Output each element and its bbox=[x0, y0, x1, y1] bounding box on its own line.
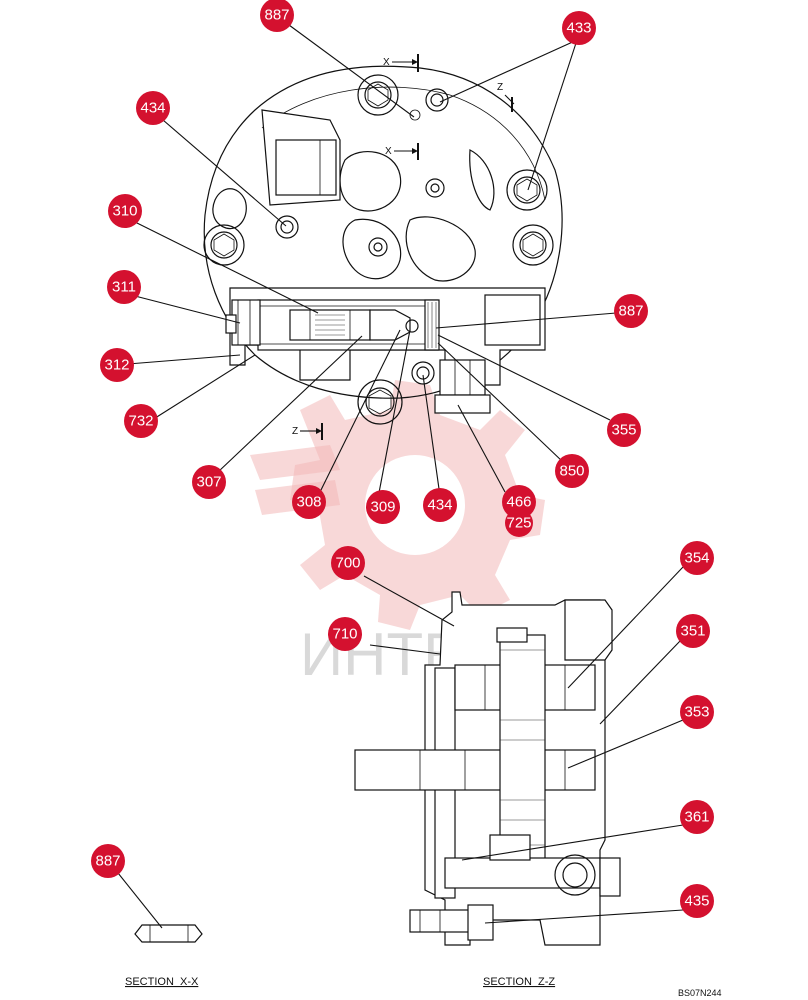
callout-355[interactable]: 355 bbox=[607, 413, 641, 447]
section-zz-view bbox=[354, 591, 621, 946]
callout-label: 355 bbox=[611, 422, 636, 439]
callout-309[interactable]: 309 bbox=[366, 490, 400, 524]
callout-label: 887 bbox=[95, 853, 120, 870]
callout-887[interactable]: 887 bbox=[91, 844, 125, 878]
callout-434[interactable]: 434 bbox=[423, 488, 457, 522]
callout-label: 725 bbox=[506, 515, 531, 532]
callouts: 887 433 434 310 311 887 312 732 355 850 … bbox=[91, 0, 714, 918]
callout-label: 434 bbox=[140, 100, 165, 117]
callout-710[interactable]: 710 bbox=[328, 617, 362, 651]
callout-466[interactable]: 466 bbox=[502, 485, 536, 519]
callout-307[interactable]: 307 bbox=[192, 465, 226, 499]
callout-433[interactable]: 433 bbox=[562, 11, 596, 45]
callout-850[interactable]: 850 bbox=[555, 454, 589, 488]
callout-label: 700 bbox=[335, 555, 360, 572]
section-marker-x-top: X bbox=[383, 54, 419, 72]
callout-label: 466 bbox=[506, 494, 531, 511]
callout-label: 850 bbox=[559, 463, 584, 480]
callout-label: 311 bbox=[112, 279, 136, 296]
callout-312[interactable]: 312 bbox=[100, 348, 134, 382]
section-mark-z-label: Z bbox=[292, 426, 298, 437]
callout-label: 351 bbox=[680, 623, 705, 640]
leader-lines bbox=[117, 24, 684, 929]
pump-cover-front-view bbox=[203, 65, 563, 425]
callout-361[interactable]: 361 bbox=[680, 800, 714, 834]
callout-label: 353 bbox=[684, 704, 709, 721]
callout-700[interactable]: 700 bbox=[331, 546, 365, 580]
callout-311[interactable]: 311 bbox=[107, 270, 141, 304]
callout-label: 433 bbox=[566, 20, 591, 37]
callout-310[interactable]: 310 bbox=[108, 194, 142, 228]
section-zz-title: SECTION Z-Z bbox=[483, 976, 555, 988]
callout-351[interactable]: 351 bbox=[676, 614, 710, 648]
callout-887[interactable]: 887 bbox=[614, 294, 648, 328]
section-xx-pin bbox=[134, 924, 203, 943]
callout-label: 308 bbox=[296, 494, 321, 511]
callout-label: 434 bbox=[427, 497, 452, 514]
callout-435[interactable]: 435 bbox=[680, 884, 714, 918]
callout-725[interactable]: 725 bbox=[505, 509, 533, 537]
section-marker-z-top: Z bbox=[497, 82, 515, 112]
callout-label: 887 bbox=[264, 7, 289, 24]
callout-353[interactable]: 353 bbox=[680, 695, 714, 729]
callout-732[interactable]: 732 bbox=[124, 404, 158, 438]
callout-label: 887 bbox=[618, 303, 643, 320]
callout-label: 307 bbox=[196, 474, 221, 491]
callout-label: 361 bbox=[684, 809, 709, 826]
section-xx-title: SECTION X-X bbox=[125, 976, 199, 988]
callout-label: 354 bbox=[684, 550, 709, 567]
drawing-reference: BS07N244 bbox=[678, 988, 722, 998]
callout-434[interactable]: 434 bbox=[136, 91, 170, 125]
section-marker-z-bottom: Z bbox=[292, 423, 323, 440]
callout-887[interactable]: 887 bbox=[260, 0, 294, 32]
callout-label: 435 bbox=[684, 893, 709, 910]
section-mark-x-label: X bbox=[385, 146, 392, 157]
section-marker-x-mid: X bbox=[385, 143, 419, 160]
callout-label: 310 bbox=[112, 203, 137, 220]
callout-label: 309 bbox=[370, 499, 395, 516]
callout-label: 710 bbox=[332, 626, 357, 643]
section-mark-z-label: Z bbox=[497, 82, 503, 93]
callout-label: 732 bbox=[128, 413, 153, 430]
callout-354[interactable]: 354 bbox=[680, 541, 714, 575]
callout-label: 312 bbox=[104, 357, 129, 374]
callout-308[interactable]: 308 bbox=[292, 485, 326, 519]
section-mark-x-label: X bbox=[383, 57, 390, 68]
